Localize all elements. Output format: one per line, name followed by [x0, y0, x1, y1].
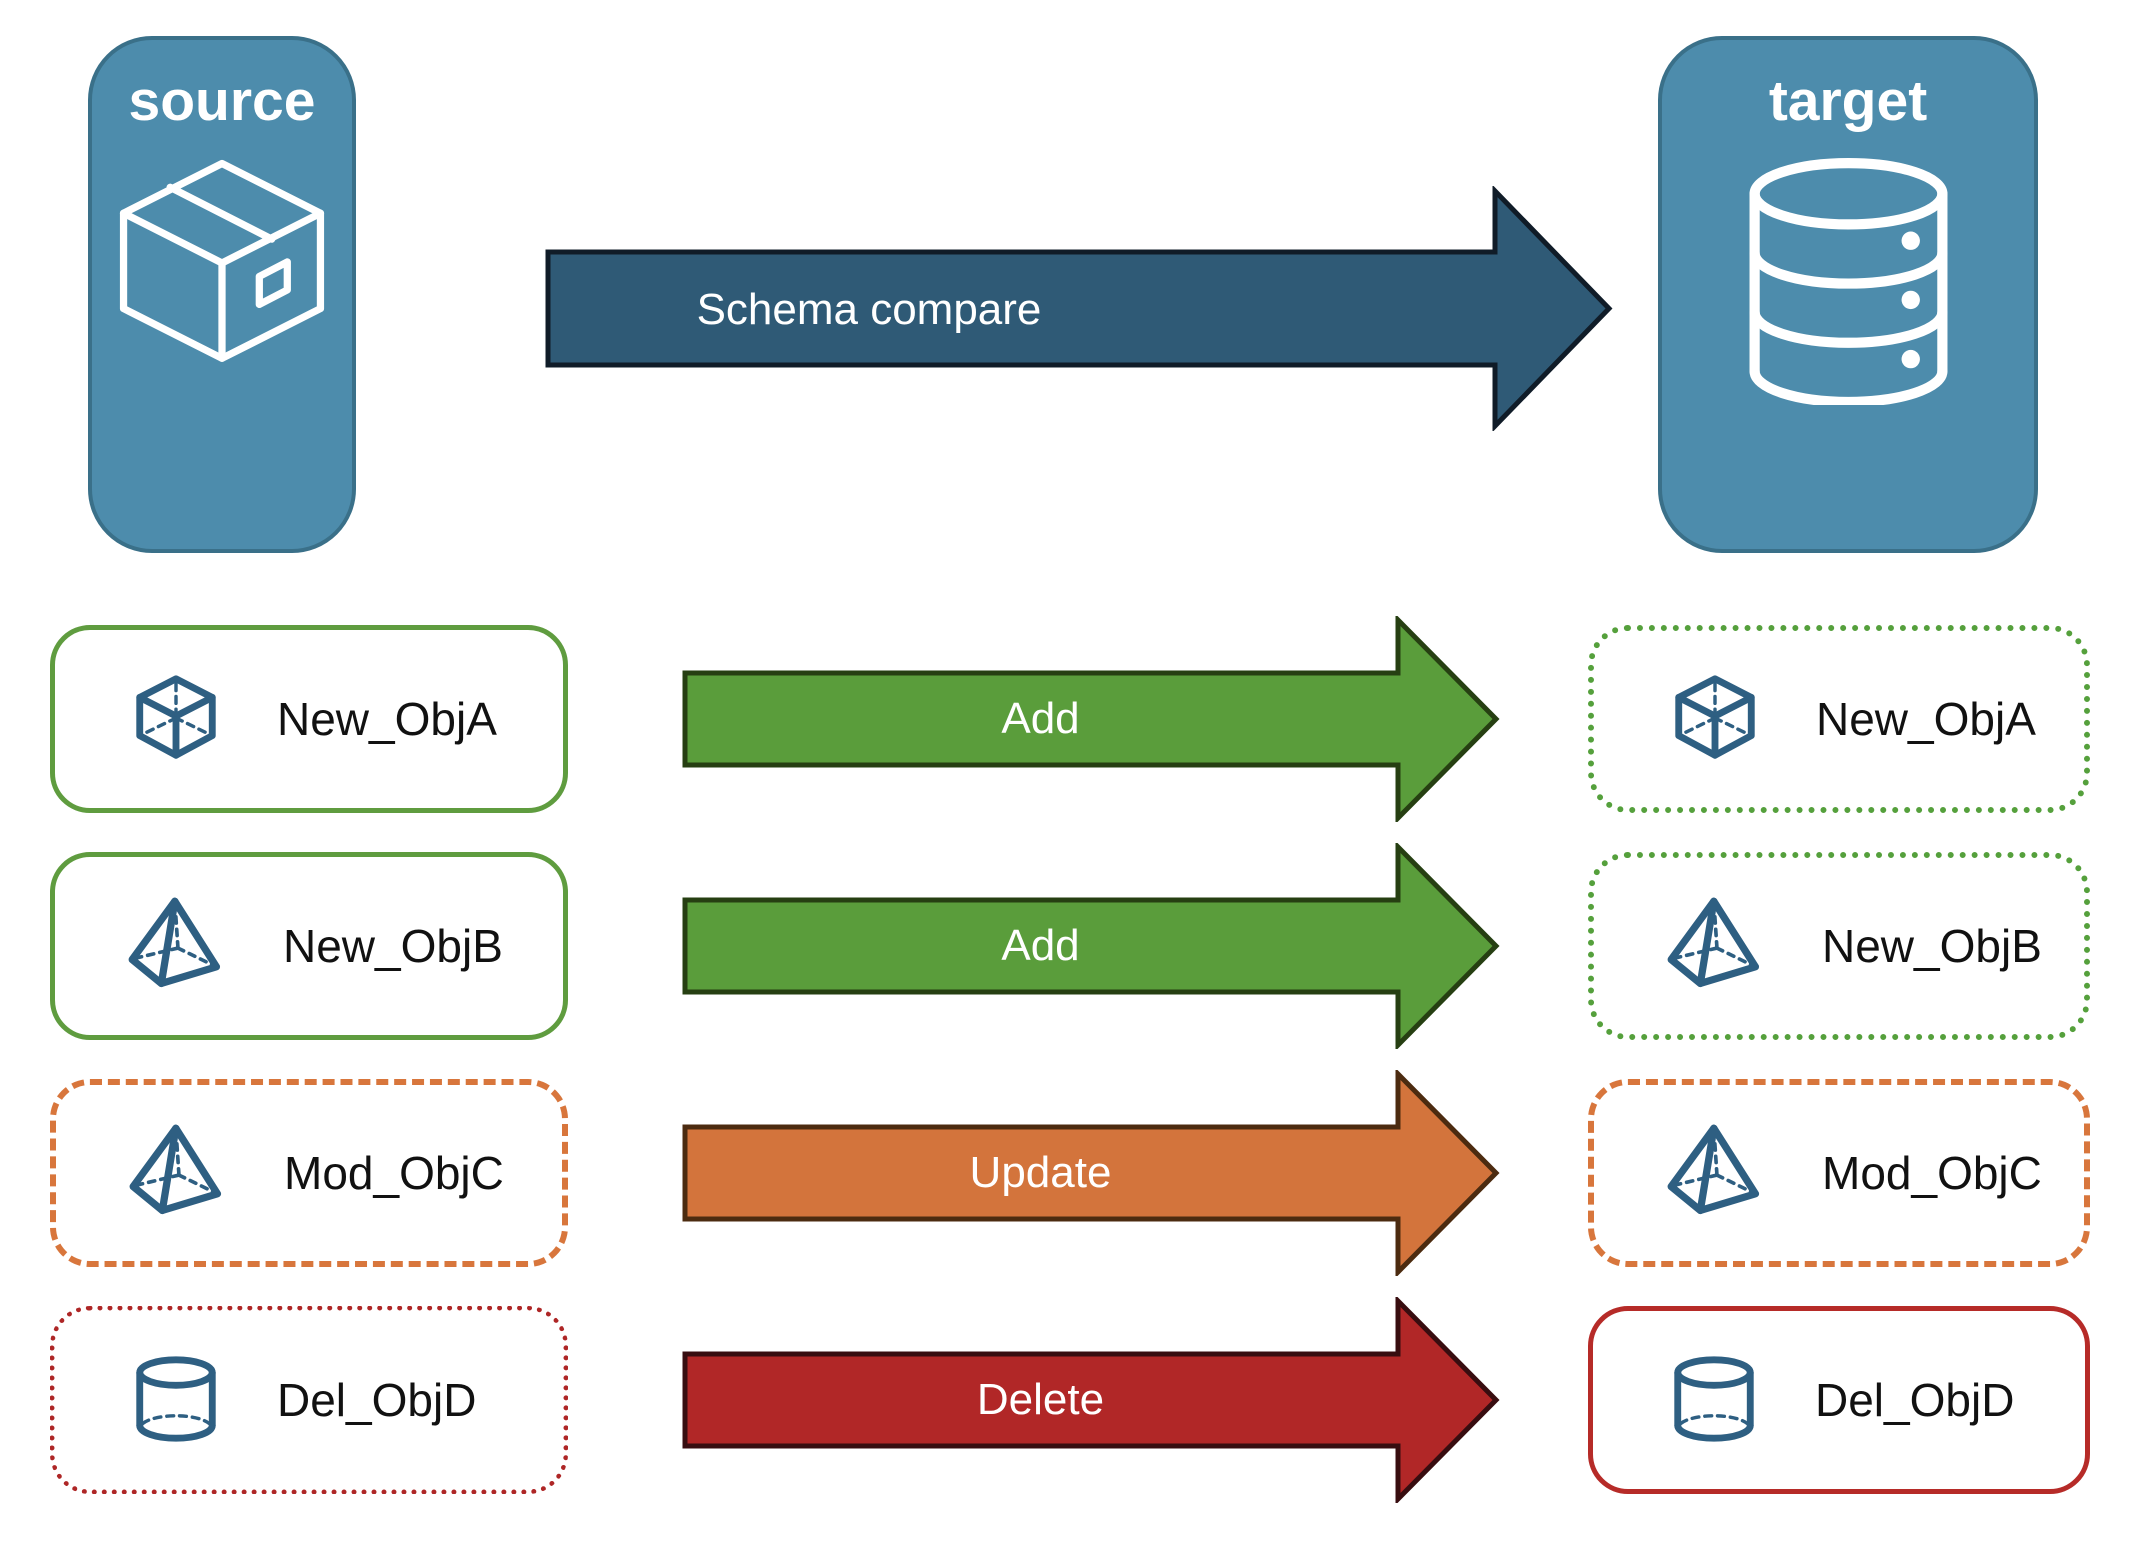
- target-node: target: [1658, 36, 2038, 553]
- object-label: New_ObjA: [277, 693, 497, 745]
- cube-icon: [127, 670, 225, 768]
- target-object-card-new-objb: New_ObjB: [1588, 852, 2090, 1040]
- object-label: Del_ObjD: [277, 1374, 477, 1426]
- object-label: New_ObjB: [1822, 920, 2042, 972]
- object-label: Del_ObjD: [1815, 1374, 2015, 1426]
- cylinder-icon: [1665, 1351, 1763, 1449]
- target-object-card-del-objd: Del_ObjD: [1588, 1306, 2090, 1494]
- object-label: Mod_ObjC: [284, 1147, 504, 1199]
- source-node: source: [88, 36, 356, 553]
- cylinder-icon: [127, 1351, 225, 1449]
- add-arrow-label: Add: [1001, 694, 1080, 743]
- database-icon: [1741, 155, 1956, 405]
- cube-icon: [1666, 670, 1764, 768]
- object-label: New_ObjA: [1816, 693, 2036, 745]
- target-object-card-mod-objc: Mod_ObjC: [1588, 1079, 2090, 1267]
- object-label: Mod_ObjC: [1822, 1147, 2042, 1199]
- delete-arrow: [682, 1297, 1500, 1503]
- object-label: New_ObjB: [283, 920, 503, 972]
- source-object-card-new-objb: New_ObjB: [50, 852, 568, 1040]
- target-node-label: target: [1768, 69, 1928, 133]
- pyramid-icon: [127, 894, 231, 998]
- schema-compare-arrow: [545, 186, 1613, 431]
- source-object-card-mod-objc: Mod_ObjC: [50, 1079, 568, 1267]
- package-icon: [108, 155, 336, 373]
- add-arrow: [682, 616, 1500, 822]
- add-arrow: [682, 843, 1500, 1049]
- source-object-card-del-objd: Del_ObjD: [50, 1306, 568, 1494]
- delete-arrow-label: Delete: [976, 1375, 1105, 1424]
- source-node-label: source: [128, 69, 316, 133]
- add-arrow-label: Add: [1001, 921, 1080, 970]
- update-arrow: [682, 1070, 1500, 1276]
- update-arrow-label: Update: [969, 1148, 1112, 1197]
- target-object-card-new-obja: New_ObjA: [1588, 625, 2090, 813]
- pyramid-icon: [128, 1121, 232, 1225]
- pyramid-icon: [1666, 894, 1770, 998]
- pyramid-icon: [1666, 1121, 1770, 1225]
- source-object-card-new-obja: New_ObjA: [50, 625, 568, 813]
- schema-compare-arrow-label: Schema compare: [696, 285, 1042, 334]
